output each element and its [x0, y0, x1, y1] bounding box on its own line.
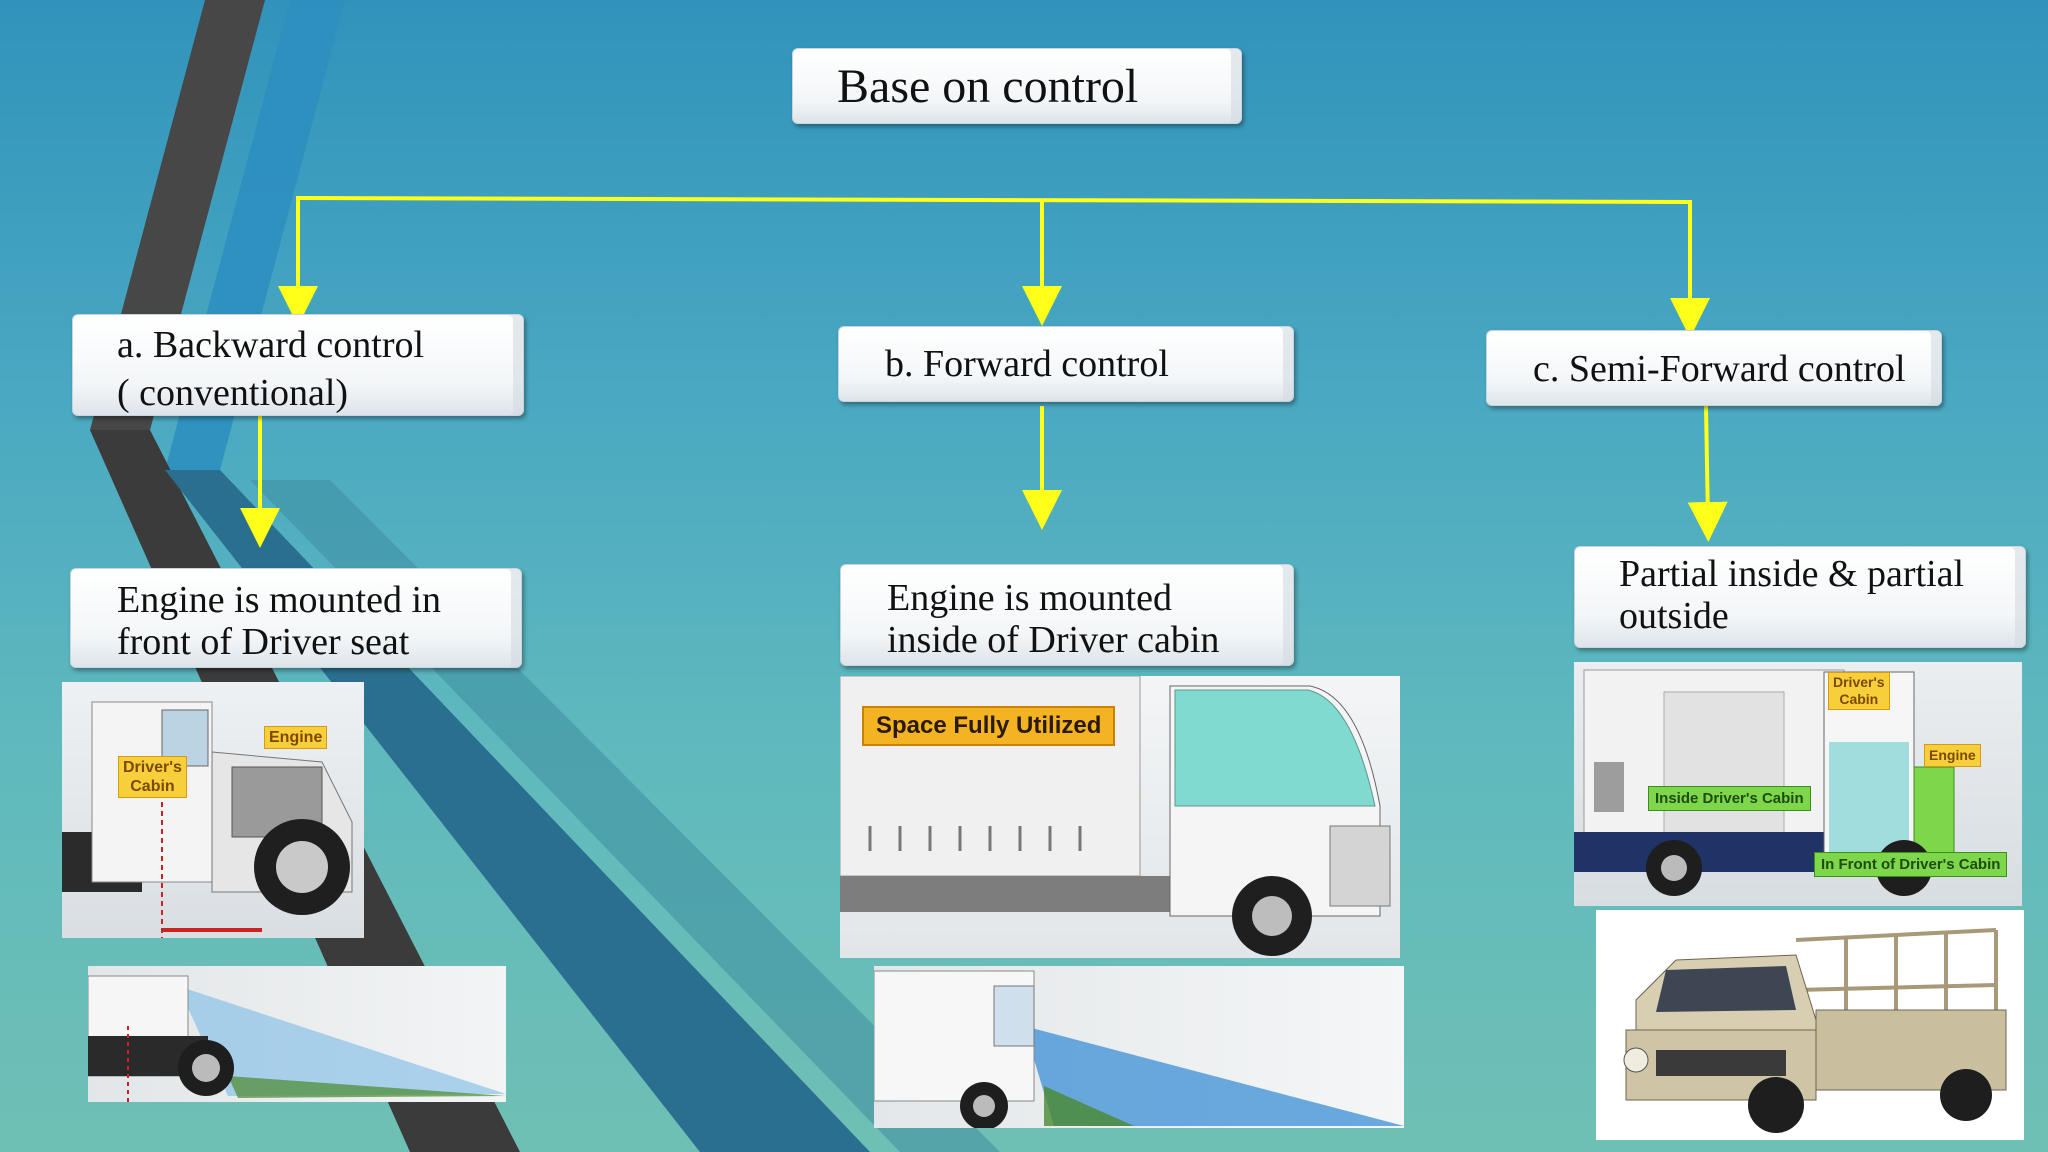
forward-control-box: b. Forward control — [838, 326, 1294, 402]
semi-forward-truck-diagram: Driver's Cabin Engine Inside Driver's Ca… — [1574, 662, 2022, 906]
forward-description-box: Engine is mounted inside of Driver cabin — [840, 564, 1294, 666]
in-front-of-cabin-label: In Front of Driver's Cabin — [1814, 852, 2008, 877]
semi-forward-description: Partial inside & partial outside — [1619, 553, 1965, 637]
forward-visibility-cone — [874, 970, 1404, 1128]
engine-label: Engine — [264, 726, 328, 749]
inside-drivers-cabin-label: Inside Driver's Cabin — [1648, 786, 1811, 811]
pickup-truck-illustration — [1623, 928, 2007, 1133]
forward-truck-diagram: Space Fully Utilized — [840, 676, 1400, 958]
backward-control-heading: a. Backward control ( conventional) — [117, 324, 425, 414]
backward-description-box: Engine is mounted in front of Driver sea… — [70, 568, 522, 668]
visibility-cone-illustration — [88, 975, 506, 1102]
semi-forward-control-heading: c. Semi-Forward control — [1533, 348, 1906, 390]
arrow-semi-desc — [1687, 405, 1728, 542]
forward-description: Engine is mounted inside of Driver cabin — [887, 577, 1220, 661]
space-utilized-banner: Space Fully Utilized — [862, 706, 1116, 746]
semi-forward-truck-photo — [1596, 910, 2024, 1140]
horizontal-connector — [295, 196, 1693, 204]
semi-engine-label: Engine — [1924, 744, 1981, 767]
semi-forward-description-box: Partial inside & partial outside — [1574, 546, 2026, 648]
backward-description: Engine is mounted in front of Driver sea… — [117, 579, 442, 663]
backward-truck-diagram: Engine Driver's Cabin — [62, 682, 364, 938]
drivers-cabin-label: Driver's Cabin — [118, 756, 187, 798]
title-text: Base on control — [837, 60, 1139, 113]
semi-forward-control-box: c. Semi-Forward control — [1486, 330, 1942, 406]
forward-visibility-diagram — [874, 966, 1404, 1128]
semi-drivers-cabin-label: Driver's Cabin — [1828, 672, 1890, 710]
forward-control-heading: b. Forward control — [885, 343, 1169, 385]
cab-over-truck-illustration — [840, 676, 1391, 956]
backward-visibility-diagram — [88, 966, 506, 1102]
truck-cab-illustration — [62, 701, 353, 938]
backward-control-box: a. Backward control ( conventional) — [72, 314, 524, 416]
diagram-title: Base on control — [792, 48, 1242, 124]
